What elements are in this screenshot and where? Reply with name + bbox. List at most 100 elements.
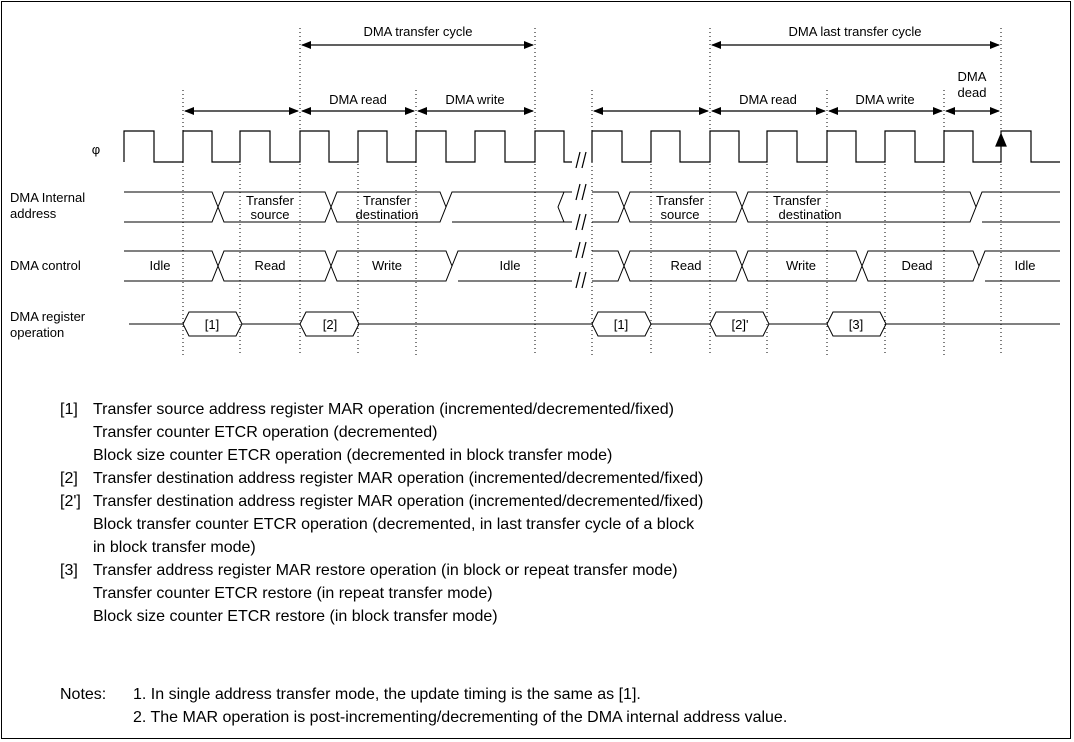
address-value-transfer-destination-line2: destination <box>356 207 419 222</box>
control-bus-idle-2 <box>451 250 572 282</box>
control-value-write: Write <box>372 258 402 273</box>
break-mark <box>575 213 581 231</box>
dma-dead-label-line1: DMA <box>958 69 987 84</box>
control-value-dead: Dead <box>901 258 932 273</box>
control-values: Idle Read Write Idle Read Write Dead Idl… <box>150 258 1036 273</box>
control-bus-idle <box>124 250 219 282</box>
internal-address-label-line2: address <box>10 206 57 221</box>
clock-wave-right <box>591 130 1060 163</box>
break-mark <box>581 241 587 259</box>
dma-write-label-2: DMA write <box>855 92 914 107</box>
address-value-transfer-source-line1: Transfer <box>246 193 295 208</box>
dma-read-label: DMA read <box>329 92 387 107</box>
legend-key: [2'] <box>60 493 81 510</box>
address-bus-break-left <box>557 191 572 223</box>
control-value-idle-3: Idle <box>1015 258 1036 273</box>
span-labels: DMA transfer cycle DMA last transfer cyc… <box>329 24 987 107</box>
signal-labels: φ DMA Internal address DMA control DMA r… <box>10 142 100 340</box>
internal-address-label-line1: DMA Internal <box>10 190 85 205</box>
break-mark <box>581 183 587 201</box>
control-value-idle-2: Idle <box>500 258 521 273</box>
clock-waveform <box>123 130 1060 163</box>
legend-lines: Transfer destination address register MA… <box>93 490 703 559</box>
dma-write-label: DMA write <box>445 92 504 107</box>
address-value-transfer-source-2-line1: Transfer <box>656 193 705 208</box>
legend-line: Transfer counter ETCR restore (in repeat… <box>93 585 493 602</box>
legend: [1] Transfer source address register MAR… <box>60 398 1060 628</box>
note-item: 1. In single address transfer mode, the … <box>133 686 641 703</box>
register-value-4: [2]' <box>732 317 749 332</box>
address-value-transfer-destination-line1: Transfer <box>363 193 412 208</box>
note-item: 2. The MAR operation is post-incrementin… <box>133 709 788 726</box>
timing-diagram: DMA transfer cycle DMA last transfer cyc… <box>10 24 1060 355</box>
address-value-transfer-destination-2-line1: Transfer <box>773 193 822 208</box>
legend-key: [3] <box>60 562 78 579</box>
dma-last-transfer-cycle-label: DMA last transfer cycle <box>789 24 922 39</box>
register-value-1: [1] <box>205 317 219 332</box>
address-bus-tail <box>445 191 564 223</box>
register-value-5: [3] <box>849 317 863 332</box>
break-marks <box>574 120 590 295</box>
register-values: [1] [2] [1] [2]' [3] <box>205 317 863 332</box>
dma-read-label-2: DMA read <box>739 92 797 107</box>
legend-line: Block size counter ETCR operation (decre… <box>93 447 613 464</box>
address-value-transfer-destination-2-line2: destination <box>779 207 842 222</box>
phi-label: φ <box>92 142 100 157</box>
control-bus-idle-3 <box>978 250 1060 282</box>
register-operation-label-line2: operation <box>10 325 64 340</box>
control-bus-pre-read <box>592 250 625 282</box>
notes-label: Notes: <box>60 686 107 703</box>
break-mark <box>581 213 587 231</box>
register-operation-label-line1: DMA register <box>10 309 86 324</box>
break-mark <box>575 151 581 169</box>
internal-address-bus <box>124 191 1060 223</box>
address-bus-tail-2 <box>975 191 1060 223</box>
dma-transfer-cycle-label: DMA transfer cycle <box>363 24 472 39</box>
note-row: 2. The MAR operation is post-incrementin… <box>60 706 787 729</box>
legend-item: [3] Transfer address register MAR restor… <box>60 559 1060 628</box>
register-value-3: [1] <box>614 317 628 332</box>
break-mark <box>575 183 581 201</box>
internal-address-values: Transfer source Transfer destination Tra… <box>246 193 841 222</box>
legend-key: [2] <box>60 470 78 487</box>
legend-item: [1] Transfer source address register MAR… <box>60 398 1060 467</box>
clock-wave-left <box>123 130 572 163</box>
legend-item: [2'] Transfer destination address regist… <box>60 490 1060 559</box>
legend-line: Transfer destination address register MA… <box>93 493 704 510</box>
control-value-read-2: Read <box>670 258 701 273</box>
legend-lines: Transfer source address register MAR ope… <box>93 398 674 467</box>
dma-control-label: DMA control <box>10 258 81 273</box>
address-value-transfer-source-line2: source <box>250 207 289 222</box>
notes: Notes: 1. In single address transfer mod… <box>60 683 787 729</box>
legend-line: Transfer destination address register MA… <box>93 470 704 487</box>
break-mark <box>575 271 581 289</box>
legend-line: in block transfer mode) <box>93 539 256 556</box>
legend-lines: Transfer destination address register MA… <box>93 467 703 490</box>
legend-line: Transfer counter ETCR operation (decreme… <box>93 424 438 441</box>
address-bus-segment-2 <box>592 191 625 223</box>
legend-line: Transfer address register MAR restore op… <box>93 562 678 579</box>
clock-edge-marker <box>995 132 1007 147</box>
dma-dead-label-line2: dead <box>958 85 987 100</box>
span-arrows <box>184 41 1000 115</box>
register-operation-line <box>129 311 1060 337</box>
break-mark <box>581 271 587 289</box>
legend-lines: Transfer address register MAR restore op… <box>93 559 678 628</box>
legend-line: Transfer source address register MAR ope… <box>93 401 674 418</box>
address-bus-segment <box>124 191 219 223</box>
address-value-transfer-source-2-line2: source <box>660 207 699 222</box>
legend-line: Block transfer counter ETCR operation (d… <box>93 516 695 533</box>
control-bus <box>124 250 1060 282</box>
note-row: Notes: 1. In single address transfer mod… <box>60 683 787 706</box>
control-value-idle: Idle <box>150 258 171 273</box>
register-value-2: [2] <box>323 317 337 332</box>
break-mark <box>581 151 587 169</box>
control-value-write-2: Write <box>786 258 816 273</box>
break-gap <box>574 120 590 295</box>
legend-key: [1] <box>60 401 78 418</box>
break-mark <box>575 241 581 259</box>
legend-item: [2] Transfer destination address registe… <box>60 467 1060 490</box>
legend-line: Block size counter ETCR restore (in bloc… <box>93 608 498 625</box>
control-value-read: Read <box>254 258 285 273</box>
